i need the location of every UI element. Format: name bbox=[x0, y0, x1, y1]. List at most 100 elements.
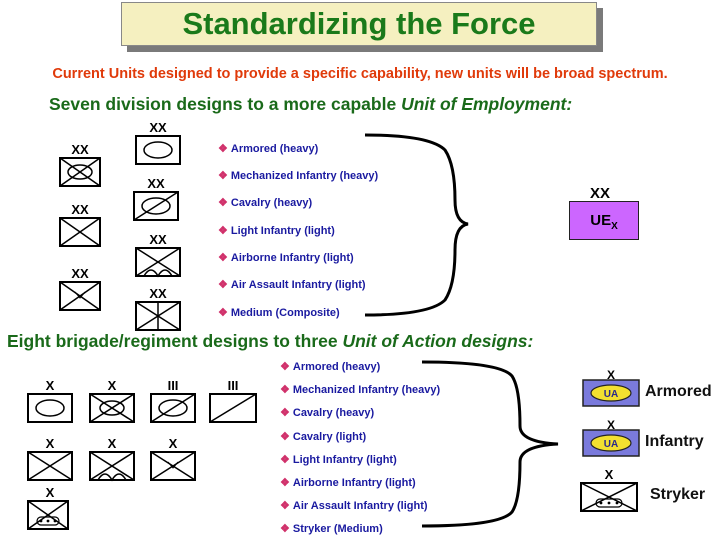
echelon-label: X bbox=[46, 436, 55, 451]
echelon-label: X bbox=[607, 368, 615, 382]
page-title: Standardizing the Force bbox=[182, 6, 536, 41]
infantry-symbol: XX bbox=[59, 202, 101, 247]
uex-label: UE bbox=[590, 212, 612, 229]
brigade-item: ❖Light Infantry (light) bbox=[280, 453, 397, 466]
division-heading-italic: Unit of Employment: bbox=[401, 94, 573, 114]
echelon-label: X bbox=[108, 436, 117, 451]
armor-symbol: XX bbox=[59, 142, 101, 187]
infantry-symbol: X bbox=[27, 436, 73, 481]
mechanized-symbol: X bbox=[89, 378, 135, 423]
division-item-label: Light Infantry (light) bbox=[230, 225, 335, 237]
division-item: ❖Light Infantry (light) bbox=[218, 224, 335, 237]
brigade-item-label: Stryker (Medium) bbox=[292, 523, 383, 535]
brigade-item-label: Armored (heavy) bbox=[292, 361, 381, 373]
bullet-diamond-icon: ❖ bbox=[218, 279, 228, 291]
brigade-item: ❖Airborne Infantry (light) bbox=[280, 476, 416, 489]
division-brace-icon bbox=[364, 133, 469, 317]
bullet-diamond-icon: ❖ bbox=[218, 225, 228, 237]
airborne-symbol: XX bbox=[135, 232, 181, 278]
bullet-diamond-icon: ❖ bbox=[280, 431, 290, 443]
brigade-item: ❖Cavalry (light) bbox=[280, 430, 366, 443]
brigade-brace-icon bbox=[421, 360, 559, 528]
bullet-diamond-icon: ❖ bbox=[280, 384, 290, 396]
echelon-label: XX bbox=[149, 120, 167, 135]
echelon-xx-icon: XX bbox=[590, 185, 610, 200]
division-item: ❖Cavalry (heavy) bbox=[218, 196, 312, 209]
echelon-label: XX bbox=[149, 232, 167, 247]
division-item: ❖Medium (Composite) bbox=[218, 306, 340, 319]
bullet-diamond-icon: ❖ bbox=[218, 307, 228, 319]
division-item-label: Armored (heavy) bbox=[230, 143, 319, 155]
brigade-item: ❖Stryker (Medium) bbox=[280, 522, 383, 535]
uex-subscript: X bbox=[611, 221, 618, 232]
brigade-item: ❖Mechanized Infantry (heavy) bbox=[280, 383, 440, 396]
division-item-label: Cavalry (heavy) bbox=[230, 197, 313, 209]
echelon-label: III bbox=[228, 378, 239, 393]
title-box: Standardizing the Force bbox=[121, 2, 597, 46]
ua-label: UA bbox=[604, 389, 618, 400]
uex-box: UEX bbox=[569, 201, 639, 240]
brigade-item-label: Light Infantry (light) bbox=[292, 454, 397, 466]
target-label-infantry: Infantry bbox=[645, 433, 704, 450]
echelon-label: X bbox=[169, 436, 178, 451]
ua-infantry-symbol: X UA bbox=[582, 418, 640, 457]
cavalry-symbol: XX bbox=[133, 176, 179, 221]
armor-symbol: XX bbox=[135, 120, 181, 165]
brigade-item-label: Cavalry (light) bbox=[292, 431, 367, 443]
air-assault-symbol: X bbox=[150, 436, 196, 481]
echelon-label: XX bbox=[71, 142, 89, 157]
brigade-heading-italic: Unit of Action designs: bbox=[342, 331, 534, 351]
bullet-diamond-icon: ❖ bbox=[280, 523, 290, 535]
division-item: ❖Air Assault Infantry (light) bbox=[218, 278, 366, 291]
echelon-label: III bbox=[168, 378, 179, 393]
division-item-label: Mechanized Infantry (heavy) bbox=[230, 170, 379, 182]
brigade-item-label: Air Assault Infantry (light) bbox=[292, 500, 428, 512]
bullet-diamond-icon: ❖ bbox=[280, 477, 290, 489]
division-item: ❖Airborne Infantry (light) bbox=[218, 251, 354, 264]
division-item: ❖Mechanized Infantry (heavy) bbox=[218, 169, 378, 182]
echelon-label: X bbox=[605, 467, 614, 482]
bullet-diamond-icon: ❖ bbox=[218, 197, 228, 209]
division-item-label: Airborne Infantry (light) bbox=[230, 252, 354, 264]
echelon-label: X bbox=[46, 378, 55, 393]
ua-stryker-symbol: X bbox=[580, 467, 638, 512]
airborne-symbol: X bbox=[89, 436, 135, 482]
echelon-label: X bbox=[46, 485, 55, 500]
brigade-item-label: Mechanized Infantry (heavy) bbox=[292, 384, 441, 396]
cavalry-light-symbol: III bbox=[209, 378, 257, 423]
division-item: ❖Armored (heavy) bbox=[218, 142, 318, 155]
bullet-diamond-icon: ❖ bbox=[218, 170, 228, 182]
echelon-label: XX bbox=[147, 176, 165, 191]
echelon-label: XX bbox=[149, 286, 167, 301]
echelon-label: XX bbox=[71, 266, 89, 281]
target-label-armored: Armored bbox=[645, 383, 712, 400]
medium-symbol: XX bbox=[135, 286, 181, 331]
armor-symbol: X bbox=[27, 378, 73, 423]
echelon-label: XX bbox=[590, 185, 610, 200]
brigade-item: ❖Armored (heavy) bbox=[280, 360, 380, 373]
echelon-label: X bbox=[108, 378, 117, 393]
subtitle: Current Units designed to provide a spec… bbox=[52, 66, 668, 82]
division-item-label: Medium (Composite) bbox=[230, 307, 340, 319]
bullet-diamond-icon: ❖ bbox=[280, 361, 290, 373]
brigade-heading: Eight brigade/regiment designs to three … bbox=[7, 331, 533, 352]
brigade-item-label: Airborne Infantry (light) bbox=[292, 477, 416, 489]
air-assault-symbol: XX bbox=[59, 266, 101, 311]
echelon-label: XX bbox=[71, 202, 89, 217]
stryker-symbol: X bbox=[27, 485, 69, 530]
bullet-diamond-icon: ❖ bbox=[218, 252, 228, 264]
division-heading-text: Seven division designs to a more capable bbox=[49, 94, 402, 114]
ua-label: UA bbox=[604, 439, 618, 450]
bullet-diamond-icon: ❖ bbox=[218, 143, 228, 155]
bullet-diamond-icon: ❖ bbox=[280, 500, 290, 512]
cavalry-symbol: III bbox=[150, 378, 196, 423]
bullet-diamond-icon: ❖ bbox=[280, 454, 290, 466]
target-label-stryker: Stryker bbox=[650, 486, 706, 503]
echelon-label: X bbox=[607, 418, 615, 432]
division-item-label: Air Assault Infantry (light) bbox=[230, 279, 366, 291]
brigade-item-label: Cavalry (heavy) bbox=[292, 407, 375, 419]
division-heading: Seven division designs to a more capable… bbox=[49, 94, 572, 115]
brigade-item: ❖Air Assault Infantry (light) bbox=[280, 499, 428, 512]
brigade-heading-text: Eight brigade/regiment designs to three bbox=[7, 331, 343, 351]
bullet-diamond-icon: ❖ bbox=[280, 407, 290, 419]
